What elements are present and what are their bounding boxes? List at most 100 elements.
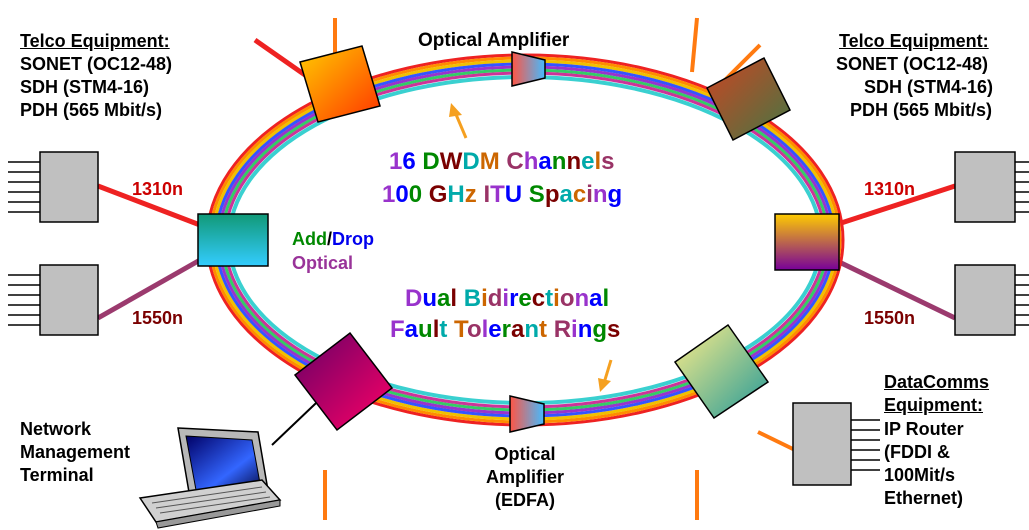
- headline-char: h: [523, 148, 539, 175]
- headline-char: i: [553, 285, 560, 312]
- datacomms-line: (FDDI &: [884, 442, 950, 462]
- headline-char: e: [518, 285, 532, 312]
- headline-char: l: [481, 316, 489, 343]
- bottom-amplifier-label: Optical Amplifier (EDFA): [460, 443, 590, 512]
- headline-char: n: [577, 316, 593, 343]
- datacomms-details: IP Router (FDDI & 100Mit/s Ethernet): [884, 418, 964, 510]
- left-telco-heading: Telco Equipment:: [20, 31, 170, 51]
- headline-char: l: [594, 148, 602, 175]
- bottom-amp-line: (EDFA): [495, 490, 555, 510]
- top-amplifier-label: Optical Amplifier: [418, 30, 570, 51]
- add-drop-drop: Drop: [332, 229, 375, 249]
- right-telco-line: SDH (STM4-16): [864, 77, 994, 97]
- headline-char: [522, 181, 529, 208]
- rings-line-2: Fault Tolerant Rings: [390, 315, 620, 345]
- headline-char: d: [487, 285, 503, 312]
- right-telco-line: PDH (565 Mbit/s): [850, 100, 993, 120]
- add-drop-label: Add/Drop Optical: [292, 227, 374, 275]
- fiber-1310-left: [97, 183, 201, 228]
- telco-box-icon-left-1: [8, 151, 99, 223]
- headline-char: F: [390, 316, 405, 343]
- headline-char: D: [405, 285, 423, 312]
- headline-char: a: [437, 285, 451, 312]
- headline-char: g: [592, 316, 608, 343]
- amplifier-icon-top: [511, 51, 546, 87]
- telco-box-icon-right-1: [954, 151, 1029, 223]
- datacomms-line: Ethernet): [884, 488, 964, 508]
- nms-line: Management: [20, 442, 131, 462]
- add-drop-node-icon-right: [774, 213, 840, 271]
- telco-box-icon-left-2: [8, 264, 99, 336]
- arrow-icon-group: [449, 103, 613, 392]
- headline-char: g: [607, 181, 623, 208]
- datacomms-heading-line: DataComms: [884, 372, 990, 392]
- headline-char: 6: [402, 148, 416, 175]
- headline-char: C: [506, 148, 524, 175]
- headline-char: 1: [389, 148, 403, 175]
- headline-char: r: [509, 285, 519, 312]
- nms-label: Network Management Terminal: [20, 418, 130, 487]
- headline-char: i: [571, 316, 578, 343]
- headline-char: U: [504, 181, 523, 208]
- headline-char: R: [553, 316, 572, 343]
- headline-char: u: [422, 285, 438, 312]
- datacomms-line: 100Mit/s: [884, 465, 956, 485]
- right-telco-heading: Telco Equipment:: [839, 31, 989, 51]
- headline-char: D: [462, 148, 480, 175]
- headline-char: M: [479, 148, 500, 175]
- arrow-icon-bottom: [602, 359, 613, 384]
- headline-char: S: [528, 181, 545, 208]
- headline-char: i: [502, 285, 510, 312]
- headline-char: n: [574, 285, 590, 312]
- datacomms-line: IP Router: [884, 419, 964, 439]
- headline-char: [422, 181, 429, 208]
- headline-char: t: [439, 316, 448, 343]
- headline-char: o: [466, 316, 482, 343]
- headline-char: T: [454, 316, 467, 343]
- headline-char: a: [510, 316, 525, 343]
- nms-line: Network: [20, 419, 92, 439]
- bottom-amp-line: Amplifier: [485, 467, 564, 487]
- add-drop-node-icon-top-right: [706, 56, 791, 142]
- headline-char: n: [566, 148, 582, 175]
- orange-fibers: [323, 17, 796, 520]
- headline-char: c: [531, 285, 546, 312]
- headline-char: i: [586, 181, 593, 208]
- headline-char: [547, 316, 554, 343]
- headline-char: 1: [382, 181, 396, 208]
- fiber-1550-right: [833, 257, 957, 321]
- headline-char: G: [428, 181, 448, 208]
- headline-char: e: [581, 148, 595, 175]
- wavelength-1550-right: 1550n: [864, 308, 916, 328]
- right-telco-equipment: Telco Equipment: SONET (OC12-48) SDH (ST…: [836, 30, 1029, 122]
- router-box-icon: [792, 402, 880, 486]
- wavelength-1310-left: 1310n: [132, 179, 184, 199]
- headline-char: n: [551, 148, 567, 175]
- fiber-1310-right: [834, 183, 956, 228]
- wavelength-1550-left: 1550n: [132, 308, 184, 328]
- channels-line-2: 100 GHz ITU Spacing: [382, 180, 622, 210]
- add-drop-node-icon-bottom-left: [293, 331, 394, 432]
- headline-char: a: [559, 181, 573, 208]
- headline-char: 0: [395, 181, 409, 208]
- add-drop-node-icon-bottom-right: [673, 323, 770, 420]
- rings-line-1: Dual Bidirectional: [405, 284, 609, 314]
- headline-char: t: [539, 316, 548, 343]
- headline-char: u: [418, 316, 433, 343]
- fiber-1550-left: [96, 257, 202, 321]
- bottom-amp-line: Optical: [494, 444, 556, 464]
- headline-char: I: [483, 181, 491, 208]
- left-telco-line: SDH (STM4-16): [20, 77, 150, 97]
- headline-char: l: [602, 285, 610, 312]
- headline-char: n: [592, 181, 608, 208]
- headline-char: o: [559, 285, 575, 312]
- add-drop-sep: /: [327, 229, 333, 249]
- left-telco-equipment: Telco Equipment: SONET (OC12-48) SDH (ST…: [20, 30, 172, 122]
- headline-char: D: [422, 148, 440, 175]
- headline-char: [457, 285, 464, 312]
- right-telco-line: SONET (OC12-48): [836, 54, 989, 74]
- headline-char: s: [601, 148, 615, 175]
- arrow-icon-top: [453, 111, 468, 139]
